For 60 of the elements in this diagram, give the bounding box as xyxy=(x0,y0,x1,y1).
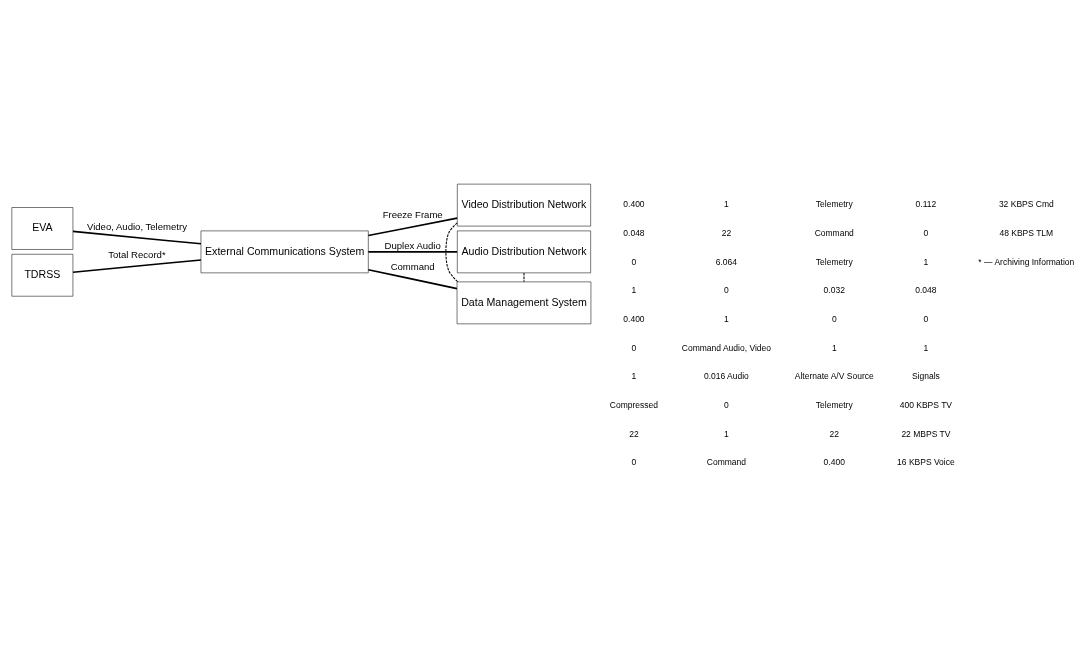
label: 0 xyxy=(724,399,729,410)
label: 0 xyxy=(923,313,929,324)
label: Command xyxy=(706,456,747,467)
label: 0.400 xyxy=(823,456,845,467)
node-box: Video Distribution Network xyxy=(457,183,591,226)
node-box: EVA xyxy=(11,206,74,250)
label: 1 xyxy=(923,342,929,353)
label: 1 xyxy=(724,428,729,439)
label: 1 xyxy=(631,284,637,295)
label: Telemetry xyxy=(815,198,853,209)
label: 22 xyxy=(629,428,639,439)
connector xyxy=(72,258,202,273)
label: Command Audio, Video xyxy=(681,342,771,353)
label: 6.064 xyxy=(715,256,738,267)
node-box: TDRSS xyxy=(11,253,74,296)
label: Signals xyxy=(911,370,940,381)
label: 0.048 xyxy=(623,227,645,238)
label: 1 xyxy=(923,256,929,267)
label: 1 xyxy=(724,198,729,209)
label: 0 xyxy=(631,342,637,353)
label: 0.400 xyxy=(623,313,645,324)
edge-label: Command xyxy=(390,260,435,272)
connector xyxy=(367,268,458,289)
label: 1 xyxy=(724,313,729,324)
label: 0.016 Audio xyxy=(703,370,749,381)
label: 0.048 xyxy=(915,284,937,295)
node-box: Data Management System xyxy=(456,281,592,324)
label: Compressed xyxy=(609,399,659,410)
label: Telemetry xyxy=(815,399,853,410)
edge-label: Total Record* xyxy=(108,248,166,260)
label: 0 xyxy=(831,313,837,324)
connector xyxy=(367,250,458,253)
connector xyxy=(72,230,202,245)
label: 48 KBPS TLM xyxy=(999,227,1054,238)
label: Alternate A/V Source xyxy=(794,370,874,381)
label: 0.032 xyxy=(823,284,845,295)
label: 0 xyxy=(724,284,729,295)
edge-label: Duplex Audio xyxy=(384,239,441,251)
edge-label: Freeze Frame xyxy=(382,208,443,220)
label: 1 xyxy=(831,342,837,353)
label: 22 MBPS TV xyxy=(901,428,951,439)
label: 32 KBPS Cmd xyxy=(998,198,1054,209)
label: 0 xyxy=(923,227,929,238)
label: Telemetry xyxy=(815,256,853,267)
connector xyxy=(445,221,459,282)
node-box: Audio Distribution Network xyxy=(457,230,591,273)
label: 16 KBPS Voice xyxy=(897,456,955,467)
label: 22 xyxy=(721,227,732,238)
label: 0.400 xyxy=(623,198,645,209)
label: 0 xyxy=(631,456,637,467)
label: 0 xyxy=(631,256,637,267)
connector xyxy=(367,216,458,236)
edge-label: Video, Audio, Telemetry xyxy=(86,220,187,232)
label: 0.112 xyxy=(915,198,937,209)
node-box: External Communications System xyxy=(200,230,369,273)
label: * — Archiving Information xyxy=(978,256,1075,267)
label: 22 xyxy=(829,428,839,439)
label: 400 KBPS TV xyxy=(899,399,953,410)
label: Command xyxy=(814,227,854,238)
label: 1 xyxy=(631,370,637,381)
